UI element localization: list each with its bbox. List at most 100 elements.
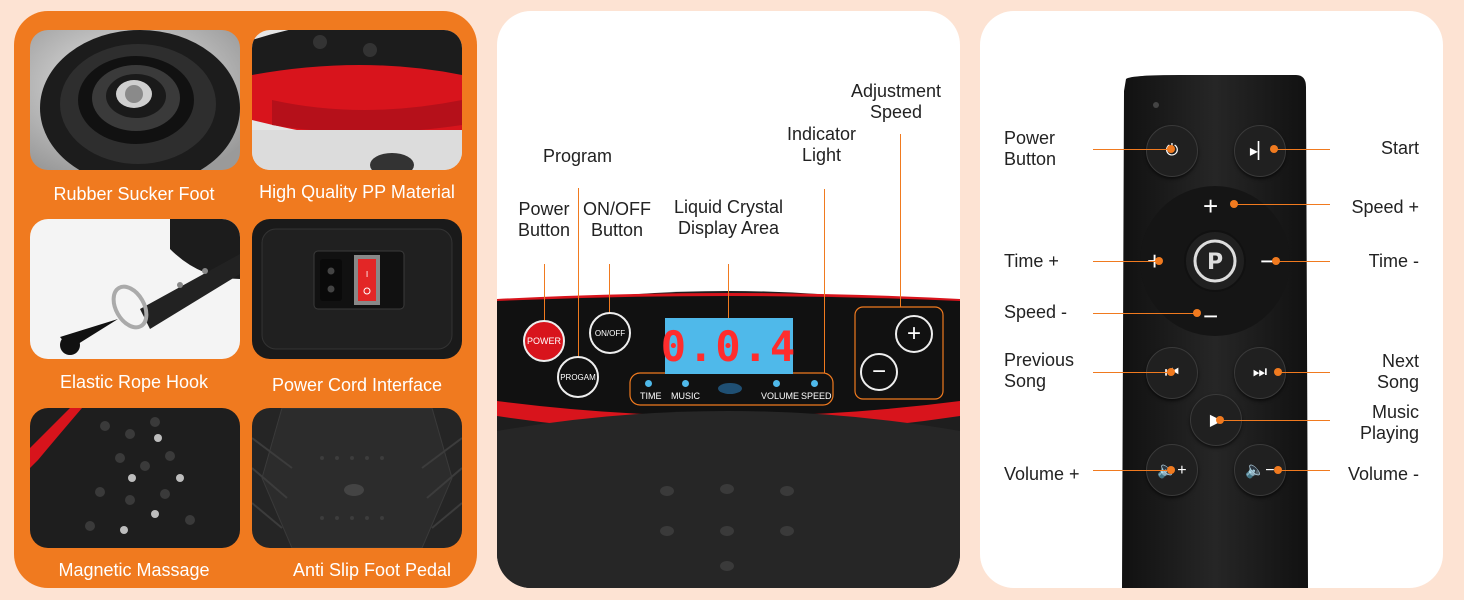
pp-material-image: [252, 30, 462, 170]
caption-power-cord-interface: Power Cord Interface: [271, 375, 443, 395]
leader-adjust: [900, 134, 901, 307]
indicator-time-light: [645, 380, 652, 387]
label-remote-prev: Previous Song: [1004, 350, 1074, 392]
leader-time-plus: [1093, 261, 1159, 262]
remote-time-minus-button[interactable]: −: [1260, 246, 1275, 277]
volume-down-icon: 🔈−: [1245, 462, 1275, 479]
remote-power-button[interactable]: ⏻: [1146, 125, 1198, 177]
label-remote-prev-line2: Song: [1004, 371, 1047, 391]
console-power-button[interactable]: POWER: [523, 320, 565, 362]
leader-dot: [1167, 145, 1175, 153]
remote-speed-minus-button[interactable]: −: [1203, 301, 1218, 332]
anti-slip-pedal-image: [252, 408, 462, 548]
leader-dot: [1272, 257, 1280, 265]
console-program-label: PROGAM: [560, 372, 596, 382]
label-power-button: Power Button: [518, 199, 570, 241]
console-program-button[interactable]: PROGAM: [557, 356, 599, 398]
leader-time-minus: [1276, 261, 1330, 262]
plus-icon: +: [906, 320, 921, 347]
label-adjust-line1: Adjustment: [851, 81, 942, 101]
console-panel: Program Power Button ON/OFF Button Liqui…: [497, 11, 960, 588]
remote-speed-plus-button[interactable]: +: [1203, 191, 1218, 222]
leader-program: [578, 188, 579, 366]
leader-speed-minus: [1093, 313, 1197, 314]
power-cord-image: I: [252, 219, 462, 359]
lcd-display: 0.0.4: [661, 318, 795, 374]
caption-pp-material: High Quality PP Material: [259, 182, 455, 202]
anti-slip-pedal-photo: [252, 408, 462, 548]
indicator-center-light: [718, 383, 742, 394]
leader-dot: [1270, 145, 1278, 153]
rubber-sucker-foot-photo: [30, 30, 240, 170]
console-onoff-button[interactable]: ON/OFF: [589, 312, 631, 354]
minus-icon: −: [1203, 301, 1219, 331]
leader-prev: [1093, 372, 1171, 373]
caption-elastic-rope-hook: Elastic Rope Hook: [59, 372, 209, 392]
console-onoff-label: ON/OFF: [594, 328, 626, 338]
label-remote-speed-plus: Speed +: [1351, 197, 1419, 217]
minus-icon: −: [1260, 246, 1276, 276]
label-indicator-line1: Indicator: [787, 124, 857, 144]
label-adjust-line2: Speed: [869, 102, 923, 122]
leader-next: [1278, 372, 1330, 373]
console-speed-minus-button[interactable]: −: [860, 353, 898, 391]
leader-lcd: [728, 264, 729, 318]
caption-magnetic-massage: Magnetic Massage: [58, 560, 210, 580]
svg-text:P: P: [1207, 250, 1223, 275]
plus-icon: +: [1203, 191, 1219, 221]
label-remote-next-line2: Song: [1376, 372, 1419, 392]
label-lcd-area: Liquid Crystal Display Area: [674, 197, 783, 239]
rope-hook-image: [30, 219, 240, 359]
label-adjustment-speed: Adjustment Speed: [851, 81, 941, 123]
label-lcd-line2: Display Area: [677, 218, 780, 238]
label-remote-power-line1: Power: [1004, 128, 1056, 148]
label-remote-power-line2: Button: [1004, 149, 1057, 169]
pp-material-photo: [252, 30, 462, 170]
caption-anti-slip-pedal: Anti Slip Foot Pedal: [292, 560, 452, 580]
label-lcd-line1: Liquid Crystal: [674, 197, 784, 217]
leader-dot: [1216, 416, 1224, 424]
label-remote-next-line1: Next: [1381, 351, 1419, 371]
magnetic-massage-image: [30, 408, 240, 548]
label-onoff-line1: ON/OFF: [583, 199, 651, 219]
console-speed-plus-button[interactable]: +: [895, 315, 933, 353]
svg-text:I: I: [366, 270, 368, 279]
remote-start-button[interactable]: ▸▏: [1234, 125, 1286, 177]
label-indicator-line2: Light: [802, 145, 842, 165]
label-remote-start: Start: [1380, 138, 1419, 158]
leader-music: [1220, 420, 1330, 421]
indicator-bar: TIME MUSIC VOLUME SPEED: [640, 379, 832, 403]
leader-dot: [1167, 466, 1175, 474]
label-onoff-button: ON/OFF Button: [583, 199, 651, 241]
leader-indicator: [824, 189, 825, 373]
leader-dot: [1193, 309, 1201, 317]
leader-remote-start: [1274, 149, 1330, 150]
label-remote-power: Power Button: [1004, 128, 1056, 170]
leader-dot: [1274, 368, 1282, 376]
leader-volume-plus: [1093, 470, 1171, 471]
label-remote-speed-minus: Speed -: [1004, 302, 1068, 322]
label-remote-music: Music Playing: [1360, 402, 1419, 444]
label-remote-next: Next Song: [1377, 351, 1419, 393]
leader-dot: [1167, 368, 1175, 376]
indicator-music-light: [682, 380, 689, 387]
minus-icon: −: [871, 358, 886, 385]
label-onoff-line2: Button: [590, 220, 644, 240]
label-remote-volume-plus: Volume +: [1004, 464, 1080, 484]
next-icon: ⏭: [1252, 364, 1268, 381]
label-remote-music-line2: Playing: [1359, 423, 1419, 443]
label-remote-music-line1: Music: [1371, 402, 1419, 422]
indicator-volume-label: VOLUME: [761, 391, 800, 401]
magnetic-massage-photo: [30, 408, 240, 548]
indicator-speed-light: [811, 380, 818, 387]
remote-panel: P ⏻ ▸▏ ⏮ ⏭ ▶ 🔈+ 🔈− + − + − Power Button …: [980, 11, 1443, 588]
indicator-time-label: TIME: [640, 391, 662, 401]
label-remote-volume-minus: Volume -: [1347, 464, 1419, 484]
indicator-speed-label: SPEED: [801, 391, 832, 401]
indicator-volume-light: [773, 380, 780, 387]
label-indicator-light: Indicator Light: [787, 124, 856, 166]
sucker-foot-image: [30, 30, 240, 170]
play-icon: ▸▏: [1249, 143, 1271, 160]
leader-power: [544, 264, 545, 332]
elastic-rope-hook-photo: [30, 219, 240, 359]
